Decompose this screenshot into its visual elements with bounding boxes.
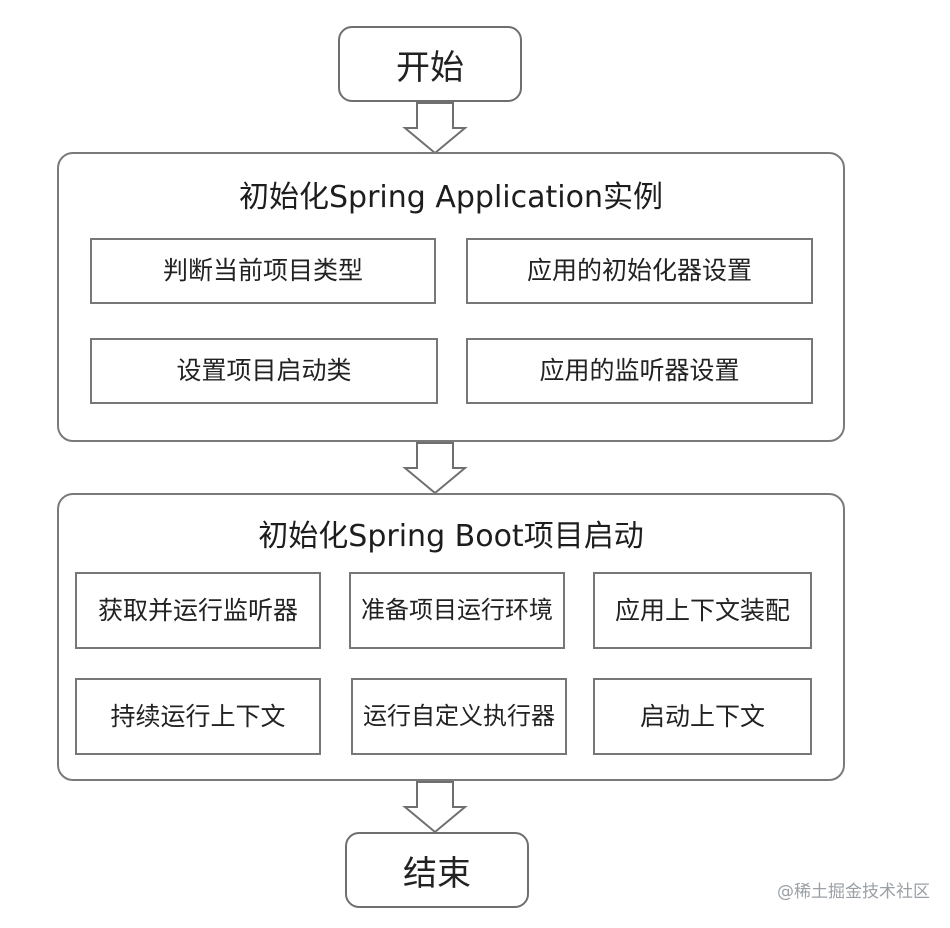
group2-title: 初始化Spring Boot项目启动	[258, 519, 644, 554]
step-set-main-class: 设置项目启动类	[90, 338, 438, 404]
step-get-run-listeners: 获取并运行监听器	[75, 572, 321, 649]
start-node: 开始	[338, 26, 522, 102]
group1-title: 初始化Spring Application实例	[239, 180, 663, 215]
step-start-context: 启动上下文	[593, 678, 812, 755]
step-prepare-environment: 准备项目运行环境	[349, 572, 565, 649]
step-determine-project-type: 判断当前项目类型	[90, 238, 436, 304]
down-arrow-start-to-group1	[402, 102, 468, 155]
step-apply-initializers: 应用的初始化器设置	[466, 238, 813, 304]
down-arrow-group1-to-group2	[402, 442, 468, 495]
down-arrow-group2-to-end	[402, 781, 468, 834]
step-context-assembly: 应用上下文装配	[593, 572, 812, 649]
watermark-text: @稀土掘金技术社区	[777, 882, 930, 902]
step-run-custom-runners: 运行自定义执行器	[351, 678, 567, 755]
step-keep-context-running: 持续运行上下文	[75, 678, 321, 755]
end-node: 结束	[345, 832, 529, 908]
step-apply-listeners: 应用的监听器设置	[466, 338, 813, 404]
